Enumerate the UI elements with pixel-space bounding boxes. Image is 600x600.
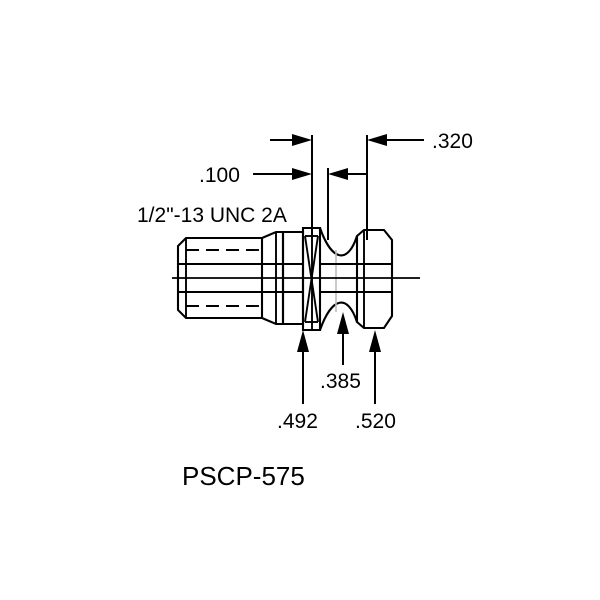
dim-label-100: .100	[199, 164, 240, 187]
arrowhead-320-left	[292, 134, 312, 146]
dim-label-320: .320	[432, 130, 473, 153]
arrowhead-520	[369, 330, 381, 352]
part-number-label: PSCP-575	[182, 461, 305, 491]
dim-label-492: .492	[277, 410, 318, 433]
section-x-stroke-b	[304, 235, 319, 323]
dim-label-385: .385	[320, 370, 361, 393]
head-outline	[355, 228, 394, 330]
thread-callout-label: 1/2"-13 UNC 2A	[137, 204, 287, 227]
groove-top-arc	[319, 227, 358, 257]
arrowhead-492	[297, 330, 309, 352]
dim-label-520: .520	[355, 410, 396, 433]
arrowhead-320-right	[367, 134, 387, 146]
arrowhead-100-left	[292, 168, 312, 180]
arrowhead-385	[337, 312, 349, 334]
groove-bottom-arc	[319, 301, 358, 331]
arrowhead-100-right	[328, 168, 348, 180]
